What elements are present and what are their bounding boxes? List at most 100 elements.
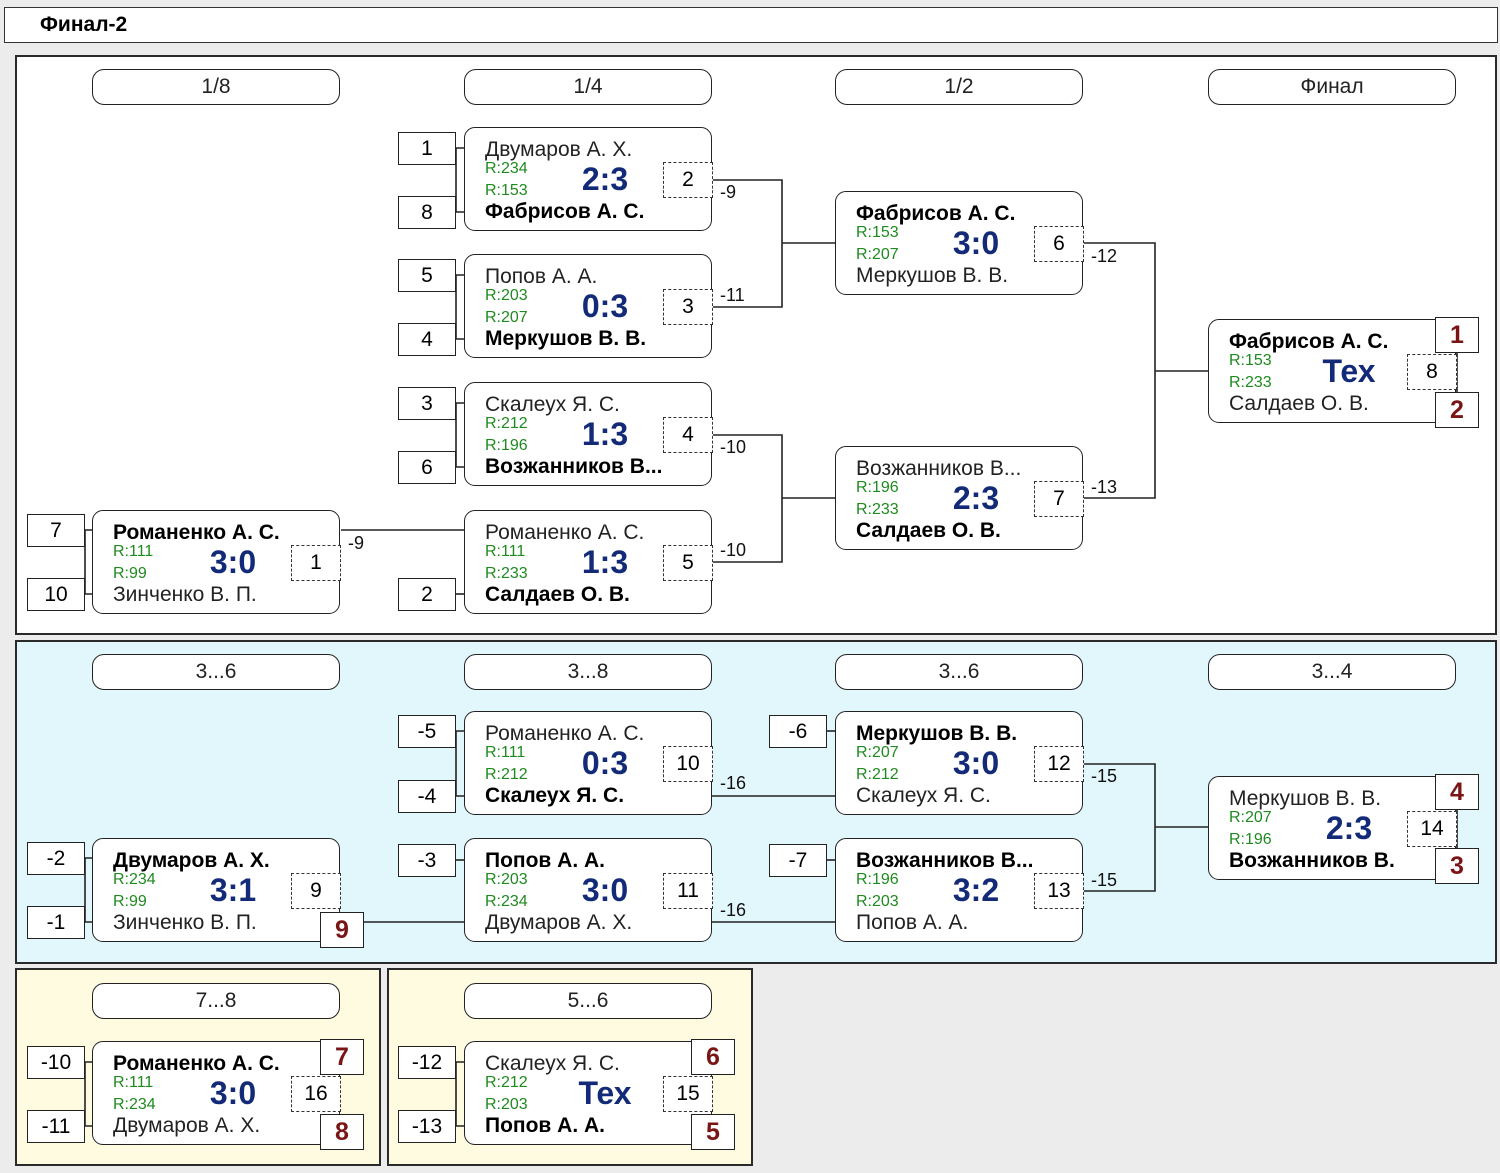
player-bottom: Двумаров А. Х.	[113, 1114, 261, 1137]
seed-box: 3	[398, 387, 456, 420]
round-header-3-4: 3...4	[1208, 654, 1456, 690]
seed-box: -5	[398, 715, 456, 748]
match-box[interactable]: Скалеух Я. С. R:212 R:196 1:3 4 Возжанни…	[464, 382, 713, 486]
player-top: Меркушов В. В.	[856, 722, 1018, 745]
player-bottom: Возжанников В...	[485, 455, 663, 478]
match-number: 5	[663, 545, 713, 581]
match-box[interactable]: Романенко А. С. R:111 R:212 0:3 10 Скале…	[464, 711, 713, 815]
loser-label: -16	[720, 900, 747, 920]
rating-top: R:212	[485, 415, 528, 432]
rating-top: R:153	[1229, 352, 1272, 369]
match-score: Тех	[1322, 353, 1376, 389]
match-number: 13	[1034, 873, 1084, 909]
rating-bottom: R:203	[856, 893, 899, 910]
player-top: Попов А. А.	[485, 849, 606, 872]
seed-box: 10	[27, 578, 85, 611]
player-bottom: Попов А. А.	[485, 1114, 606, 1137]
rating-top: R:111	[113, 543, 154, 560]
match-box[interactable]: Возжанников В... R:196 R:203 3:2 13 Попо…	[835, 838, 1084, 942]
player-top: Фабрисов А. С.	[856, 202, 1016, 225]
match-score: 3:2	[952, 872, 1000, 908]
window-title: Финал-2	[40, 13, 128, 36]
rating-bottom: R:196	[485, 437, 528, 454]
rating-bottom: R:203	[485, 1096, 528, 1113]
player-bottom: Меркушов В. В.	[856, 264, 1009, 287]
match-number: 12	[1034, 746, 1084, 782]
loser-label: -10	[720, 437, 747, 457]
match-box[interactable]: Меркушов В. В. R:207 R:212 3:0 12 Скалеу…	[835, 711, 1084, 815]
round-header-3-6-a: 3...6	[92, 654, 340, 690]
round-header-1-2: 1/2	[835, 69, 1083, 105]
loser-label: -15	[1091, 870, 1118, 890]
match-score: 2:3	[952, 480, 1000, 516]
rating-bottom: R:234	[485, 893, 528, 910]
player-bottom: Салдаев О. В.	[485, 583, 630, 606]
player-top: Двумаров А. Х.	[485, 138, 633, 161]
seed-box: 6	[398, 451, 456, 484]
place-badge: 4	[1435, 774, 1479, 810]
seed-box: -1	[27, 906, 85, 939]
match-number: 2	[663, 162, 713, 198]
match-score: 2:3	[581, 161, 629, 197]
player-bottom: Скалеух Я. С.	[856, 784, 991, 807]
match-number: 16	[291, 1076, 341, 1112]
match-box[interactable]: Романенко А. С. R:111 R:233 1:3 5 Салдае…	[464, 510, 713, 614]
rating-bottom: R:207	[485, 309, 528, 326]
match-box[interactable]: Фабрисов А. С. R:153 R:207 3:0 6 Меркушо…	[835, 191, 1084, 295]
match-number: 1	[291, 545, 341, 581]
rating-top: R:111	[485, 543, 526, 560]
match-box[interactable]: Попов А. А. R:203 R:234 3:0 11 Двумаров …	[464, 838, 713, 942]
match-box[interactable]: Возжанников В... R:196 R:233 2:3 7 Салда…	[835, 446, 1084, 550]
round-header-final: Финал	[1208, 69, 1456, 105]
round-header-1-4: 1/4	[464, 69, 712, 105]
seed-box: -10	[27, 1046, 85, 1079]
match-box[interactable]: Двумаров А. Х. R:234 R:99 3:1 9 Зинченко…	[92, 838, 341, 942]
match-number: 10	[663, 746, 713, 782]
player-top: Скалеух Я. С.	[485, 393, 620, 416]
match-score: 3:0	[581, 872, 629, 908]
loser-label: -16	[720, 773, 747, 793]
player-top: Меркушов В. В.	[1229, 787, 1382, 810]
seed-box: -12	[398, 1046, 456, 1079]
loser-label: -9	[720, 182, 737, 202]
match-box[interactable]: Романенко А. С. R:111 R:234 3:0 16 Двума…	[92, 1041, 341, 1145]
match-number: 11	[663, 873, 713, 909]
rating-bottom: R:207	[856, 246, 899, 263]
rating-top: R:111	[113, 1074, 154, 1091]
seed-box: 2	[398, 578, 456, 611]
match-score: 3:0	[952, 745, 1000, 781]
place-badge: 3	[1435, 848, 1479, 884]
player-top: Возжанников В...	[856, 457, 1022, 480]
place-badge: 9	[320, 912, 364, 948]
match-box[interactable]: Двумаров А. Х. R:234 R:153 2:3 2 Фабрисо…	[464, 127, 713, 231]
rating-bottom: R:99	[113, 893, 147, 910]
rating-top: R:153	[856, 224, 899, 241]
seed-box: 8	[398, 196, 456, 229]
match-box[interactable]: Попов А. А. R:203 R:207 0:3 3 Меркушов В…	[464, 254, 713, 358]
match-box[interactable]: Скалеух Я. С. R:212 R:203 Тех 15 Попов А…	[464, 1041, 713, 1145]
loser-label: -9	[348, 533, 365, 553]
match-number: 4	[663, 417, 713, 453]
match-box-final[interactable]: Фабрисов А. С. R:153 R:233 Тех 8 Салдаев…	[1208, 319, 1457, 423]
player-bottom: Салдаев О. В.	[1229, 392, 1369, 415]
player-top: Попов А. А.	[485, 265, 598, 288]
match-score: 3:1	[209, 872, 257, 908]
rating-top: R:207	[1229, 809, 1272, 826]
match-number: 3	[663, 289, 713, 325]
seed-box: 1	[398, 132, 456, 165]
place-badge: 1	[1435, 317, 1479, 353]
match-score: 0:3	[581, 288, 629, 324]
place-badge: 5	[691, 1114, 735, 1150]
match-box[interactable]: Меркушов В. В. R:207 R:196 2:3 14 Возжан…	[1208, 776, 1457, 880]
player-bottom: Двумаров А. Х.	[485, 911, 633, 934]
match-box[interactable]: Романенко А. С. R:111 R:99 3:0 1 Зинченк…	[92, 510, 341, 614]
window-title-bar: Финал-2	[4, 7, 1498, 43]
seed-box: -11	[27, 1110, 85, 1143]
seed-box: 5	[398, 259, 456, 292]
round-header-1-8: 1/8	[92, 69, 340, 105]
rating-bottom: R:212	[485, 766, 528, 783]
player-bottom: Зинченко В. П.	[113, 911, 257, 934]
seed-box: -2	[27, 842, 85, 875]
player-top: Скалеух Я. С.	[485, 1052, 620, 1075]
match-score: 3:0	[209, 1075, 257, 1111]
